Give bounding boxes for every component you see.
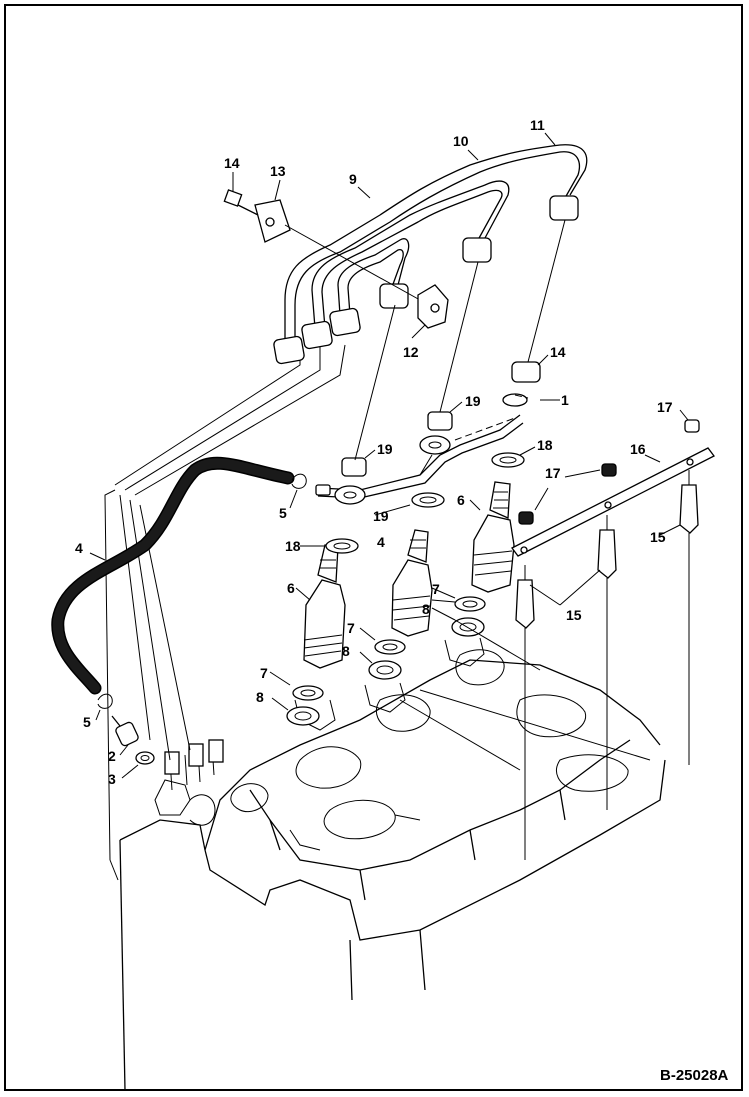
injectors bbox=[303, 481, 515, 669]
callout-15-right: 15 bbox=[650, 529, 666, 545]
callout-7-mid: 7 bbox=[347, 620, 355, 636]
callout-13: 13 bbox=[270, 163, 286, 179]
callout-6-right: 6 bbox=[457, 492, 465, 508]
callout-leaders bbox=[89, 132, 689, 779]
callout-8-mid: 8 bbox=[342, 643, 350, 659]
fitting-2-3 bbox=[111, 715, 155, 765]
callout-8-right: 8 bbox=[422, 601, 430, 617]
callout-4: 4 bbox=[75, 540, 83, 556]
callout-6-left: 6 bbox=[287, 580, 295, 596]
hose-clips bbox=[97, 473, 307, 709]
callout-8-left: 8 bbox=[256, 689, 264, 705]
callout-12: 12 bbox=[403, 344, 419, 360]
injection-pipes bbox=[284, 144, 588, 340]
callout-labels: 1 2 3 4 5 5 6 6 7 7 8 8 8 9 10 11 12 13 … bbox=[75, 117, 673, 787]
callout-18-right: 18 bbox=[537, 437, 553, 453]
callout-3: 3 bbox=[108, 771, 116, 787]
callout-14-right: 14 bbox=[550, 344, 566, 360]
callout-19-washer: 19 bbox=[373, 508, 389, 524]
callout-11: 11 bbox=[530, 117, 545, 133]
callout-5-lower: 5 bbox=[83, 714, 91, 730]
cylinder-head bbox=[119, 637, 666, 1091]
callout-19-mid: 19 bbox=[465, 393, 481, 409]
callout-7-left: 7 bbox=[260, 665, 268, 681]
callout-4-upper: 4 bbox=[377, 534, 385, 550]
callout-9: 9 bbox=[349, 171, 357, 187]
callout-14: 14 bbox=[224, 155, 240, 171]
glow-plug-assembly bbox=[511, 419, 715, 660]
callout-17-mid: 17 bbox=[545, 465, 561, 481]
callout-17-right: 17 bbox=[657, 399, 673, 415]
callout-2: 2 bbox=[108, 748, 116, 764]
callout-7-right: 7 bbox=[432, 581, 440, 597]
callout-15-lower: 15 bbox=[566, 607, 582, 623]
return-hose bbox=[51, 456, 295, 695]
injector-washers bbox=[286, 452, 525, 726]
diagram-frame bbox=[4, 4, 743, 1091]
callout-19-left: 19 bbox=[377, 441, 393, 457]
leak-off-pipe bbox=[315, 414, 524, 505]
callout-1: 1 bbox=[561, 392, 569, 408]
clamp-assembly bbox=[223, 189, 449, 329]
callout-10: 10 bbox=[453, 133, 469, 149]
figure-id-label: B-25028A bbox=[660, 1067, 729, 1084]
callout-16: 16 bbox=[630, 441, 646, 457]
callout-18-left: 18 bbox=[285, 538, 301, 554]
callout-5-upper: 5 bbox=[279, 505, 287, 521]
assembly-guide-lines bbox=[354, 219, 690, 860]
pipe-nuts bbox=[273, 195, 579, 365]
